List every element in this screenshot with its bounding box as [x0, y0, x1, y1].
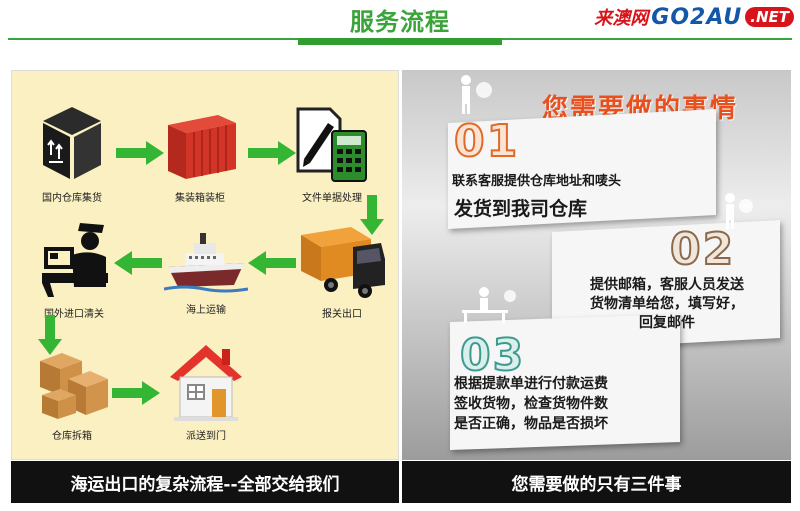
person-at-desk-icon: [462, 287, 516, 323]
flow-step-sea: 海上运输: [158, 227, 254, 316]
flow-step-container: 集装箱装柜: [152, 101, 248, 204]
flow-step-unpack: 仓库拆箱: [24, 339, 120, 442]
shipping-flow-panel: 国内仓库集货 集装箱装柜 文: [11, 70, 399, 460]
flow-step-label: 海上运输: [186, 305, 226, 316]
task-1-line-2: 发货到我司仓库: [454, 198, 588, 220]
house-icon: [170, 345, 242, 421]
logo-net-badge: .NET: [745, 7, 794, 27]
flow-step-documents: 文件单据处理: [284, 101, 380, 204]
flow-step-label: 集装箱装柜: [175, 193, 225, 204]
arrow-down-icon: [360, 195, 384, 235]
tasks-caption: 您需要做的只有三件事: [402, 461, 791, 503]
task-3-line-3: 是否正确，物品是否损坏: [454, 416, 608, 432]
task-1-line-1: 联系客服提供仓库地址和唛头: [452, 174, 622, 189]
flow-caption: 海运出口的复杂流程--全部交给我们: [11, 461, 399, 503]
arrow-right-icon: [112, 381, 160, 405]
task-2-text: 提供邮箱，客服人员发送 货物清单给您，填写好， 回复邮件: [562, 276, 772, 333]
flow-step-label: 报关出口: [322, 309, 362, 320]
task-3-text: 根据提款单进行付款运费 签收货物，检查货物件数 是否正确，物品是否损坏: [454, 374, 676, 434]
arrow-right-icon: [248, 141, 296, 165]
task-2-line-2: 货物清单给您，填写好，: [590, 296, 744, 312]
site-logo[interactable]: 来澳网 GO2AU .NET: [594, 4, 794, 30]
customer-tasks-panel: 您需要做的事情 01 联系客服提供仓库地址和唛头 发货到我司仓库 02 提供邮箱…: [402, 70, 791, 460]
flow-step-collect: 国内仓库集货: [24, 101, 120, 204]
flow-step-label: 国外进口清关: [44, 309, 104, 320]
flow-step-label: 国内仓库集货: [42, 193, 102, 204]
task-number-1: 01: [453, 115, 520, 168]
logo-chinese-text: 来澳网: [594, 8, 649, 29]
task-3-line-2: 签收货物，检查货物件数: [454, 396, 608, 412]
page-title: 服务流程: [350, 8, 450, 36]
task-2-line-1: 提供邮箱，客服人员发送: [590, 277, 744, 293]
flow-step-customs: 国外进口清关: [26, 217, 122, 320]
flow-step-label: 派送到门: [186, 431, 226, 442]
header-accent-bar: [298, 38, 502, 45]
person-icon: [725, 193, 753, 229]
flow-step-label: 文件单据处理: [302, 193, 362, 204]
flow-step-export: 报关出口: [294, 217, 390, 320]
arrow-right-icon: [116, 141, 164, 165]
task-number-3: 03: [459, 329, 526, 382]
customs-officer-icon: [42, 223, 108, 297]
logo-english-text: GO2AU: [651, 4, 743, 30]
arrow-left-icon: [114, 251, 162, 275]
person-icon: [461, 75, 492, 114]
task-3-line-1: 根据提款单进行付款运费: [454, 376, 608, 392]
arrow-left-icon: [248, 251, 296, 275]
truck-icon: [301, 227, 385, 298]
flow-step-delivery: 派送到门: [158, 337, 254, 442]
ship-icon: [164, 233, 248, 293]
container-icon: [168, 115, 236, 179]
task-2-line-3: 回复邮件: [639, 315, 695, 331]
box-icon: [43, 107, 101, 179]
arrow-down-icon: [38, 315, 62, 355]
task-number-2: 02: [669, 223, 736, 276]
boxes-icon: [40, 353, 108, 419]
document-calculator-icon: [296, 107, 367, 182]
flow-step-label: 仓库拆箱: [52, 431, 92, 442]
